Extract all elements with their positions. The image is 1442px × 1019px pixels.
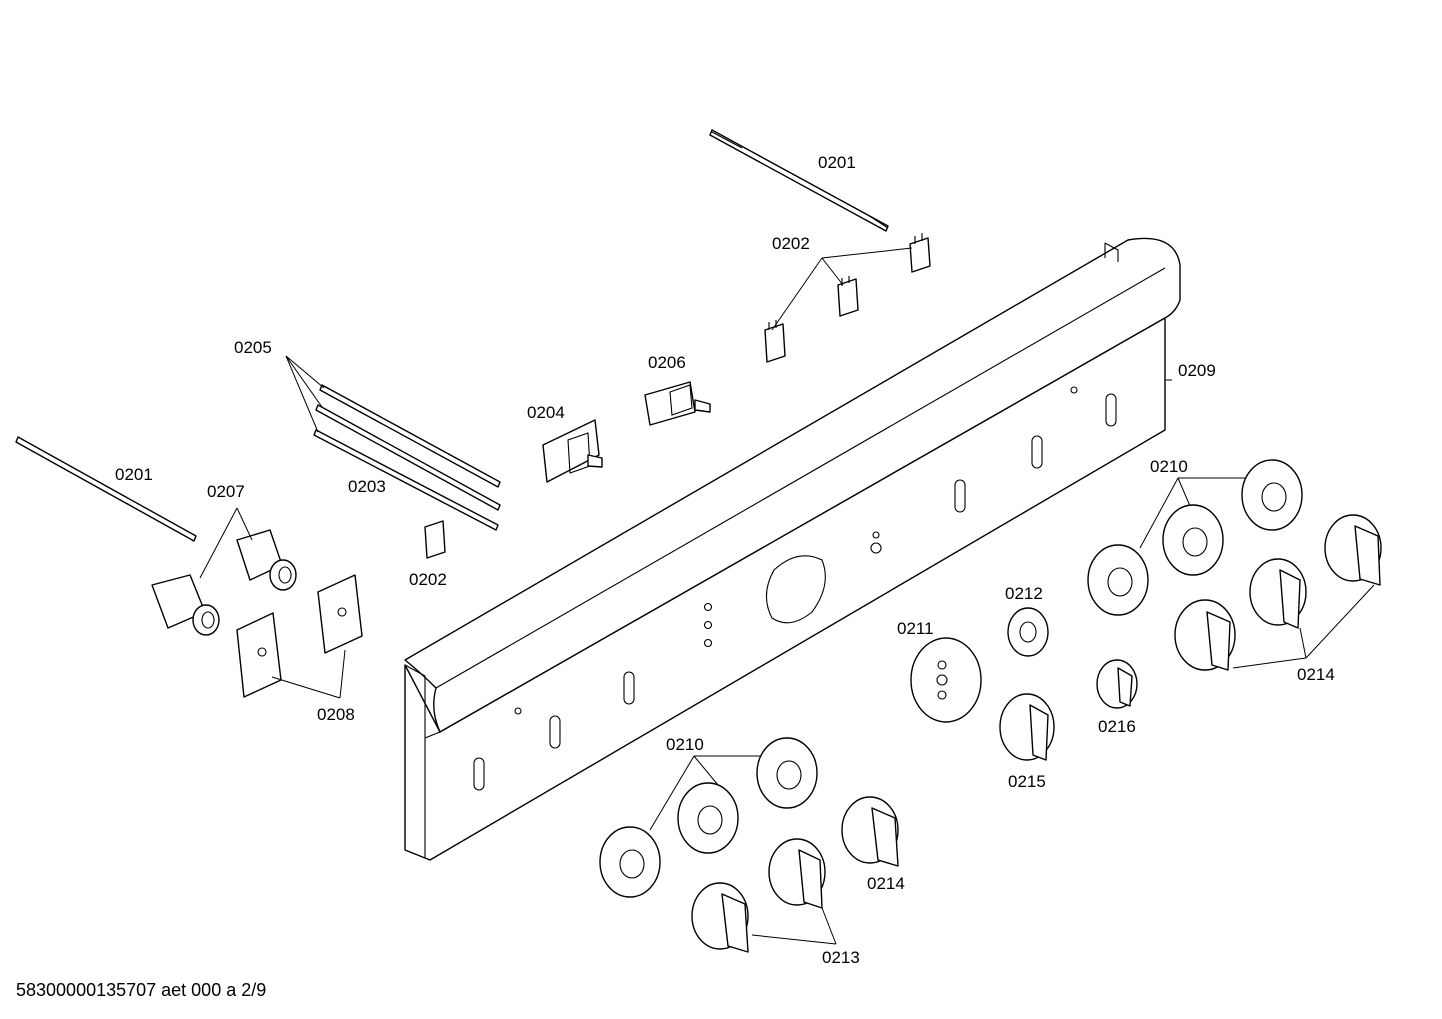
microswitch-0202-d xyxy=(424,520,446,559)
knob-0214-right-1 xyxy=(1174,599,1236,671)
label-0201-left: 0201 xyxy=(115,465,153,484)
label-0214-bottom: 0214 xyxy=(867,874,905,893)
knob-0216 xyxy=(1096,659,1138,709)
bezel-0210-right-2 xyxy=(1162,504,1224,576)
knob-0215 xyxy=(999,693,1055,761)
thermostat-0207-a xyxy=(236,529,297,591)
label-0215: 0215 xyxy=(1008,772,1046,791)
timer-0208-b xyxy=(236,612,282,698)
label-0203: 0203 xyxy=(348,477,386,496)
knob-0214-bottom xyxy=(841,796,899,867)
regulator-0206 xyxy=(644,381,711,426)
bezel-0210-bottom-1 xyxy=(599,826,661,898)
regulator-0204 xyxy=(542,419,603,483)
connector-cable-0201-top xyxy=(709,129,889,232)
thermostat-0207-b xyxy=(151,574,220,636)
label-0211: 0211 xyxy=(897,619,934,638)
label-0206: 0206 xyxy=(648,353,686,372)
bezel-0210-bottom-3 xyxy=(756,737,818,809)
bezel-0210-right-3 xyxy=(1241,459,1303,531)
callout-labels: 0201 0202 0209 0205 0206 0204 0201 0207 … xyxy=(115,153,1335,967)
knob-0213-a xyxy=(768,838,826,909)
connector-cables-0205 xyxy=(313,384,501,531)
label-0216: 0216 xyxy=(1098,717,1136,736)
bezel-0211 xyxy=(910,637,982,723)
ring-0212 xyxy=(1007,607,1049,657)
leader-lines xyxy=(199,247,1375,945)
microswitch-0202-c xyxy=(764,320,786,363)
bezel-0210-bottom-2 xyxy=(677,782,739,854)
knob-0214-right-3 xyxy=(1324,514,1382,586)
label-0214-right: 0214 xyxy=(1297,665,1335,684)
connector-cable-0201-left xyxy=(15,436,197,542)
microswitch-0202-b xyxy=(837,276,859,317)
label-0209: 0209 xyxy=(1178,361,1216,380)
label-0212: 0212 xyxy=(1005,584,1043,603)
timer-0208-a xyxy=(317,574,363,654)
label-0202-mid: 0202 xyxy=(409,570,447,589)
knob-0213-b xyxy=(691,882,749,953)
document-code: 58300000135707 aet 000 a 2/9 xyxy=(16,980,267,1000)
microswitch-0202-a xyxy=(909,233,931,273)
label-0205: 0205 xyxy=(234,338,272,357)
bezel-0210-right-1 xyxy=(1087,544,1149,616)
label-0210-bottom: 0210 xyxy=(666,735,704,754)
knob-0214-right-2 xyxy=(1249,558,1307,629)
label-0213: 0213 xyxy=(822,948,860,967)
label-0207: 0207 xyxy=(207,482,245,501)
label-0204: 0204 xyxy=(527,403,565,422)
panel-slots xyxy=(473,386,1117,791)
label-0201-top: 0201 xyxy=(818,153,856,172)
label-0208: 0208 xyxy=(317,705,355,724)
label-0202-top: 0202 xyxy=(772,234,810,253)
control-panel-0209 xyxy=(404,237,1181,861)
label-0210-right: 0210 xyxy=(1150,457,1188,476)
